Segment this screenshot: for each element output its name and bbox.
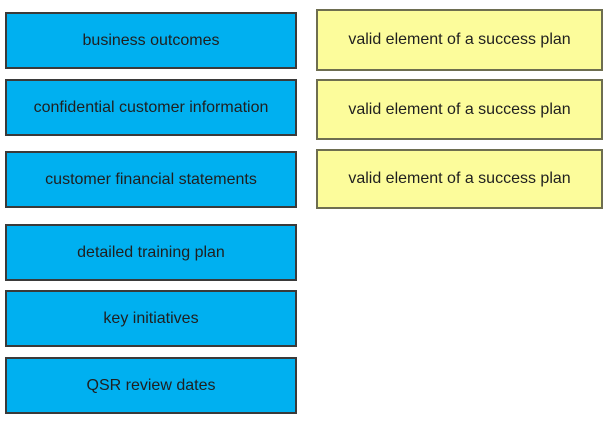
drag-source-label: key initiatives: [103, 309, 199, 327]
drag-source-confidential-customer-information[interactable]: confidential customer information: [5, 79, 297, 136]
drop-target-label: valid element of a success plan: [348, 170, 571, 188]
drag-source-label: business outcomes: [82, 31, 220, 49]
drag-source-label: QSR review dates: [86, 376, 216, 394]
drag-source-label: confidential customer information: [33, 98, 269, 116]
drop-target-success-plan-1[interactable]: valid element of a success plan: [316, 9, 603, 71]
drop-target-success-plan-2[interactable]: valid element of a success plan: [316, 79, 603, 140]
drag-source-label: detailed training plan: [77, 243, 225, 261]
drag-source-business-outcomes[interactable]: business outcomes: [5, 12, 297, 69]
drop-target-label: valid element of a success plan: [348, 31, 571, 49]
drag-source-qsr-review-dates[interactable]: QSR review dates: [5, 357, 297, 414]
drag-source-label: customer financial statements: [45, 170, 257, 188]
drag-source-customer-financial-statements[interactable]: customer financial statements: [5, 151, 297, 208]
drag-source-key-initiatives[interactable]: key initiatives: [5, 290, 297, 347]
drop-target-success-plan-3[interactable]: valid element of a success plan: [316, 149, 603, 209]
drag-source-detailed-training-plan[interactable]: detailed training plan: [5, 224, 297, 281]
drop-target-label: valid element of a success plan: [348, 100, 571, 118]
